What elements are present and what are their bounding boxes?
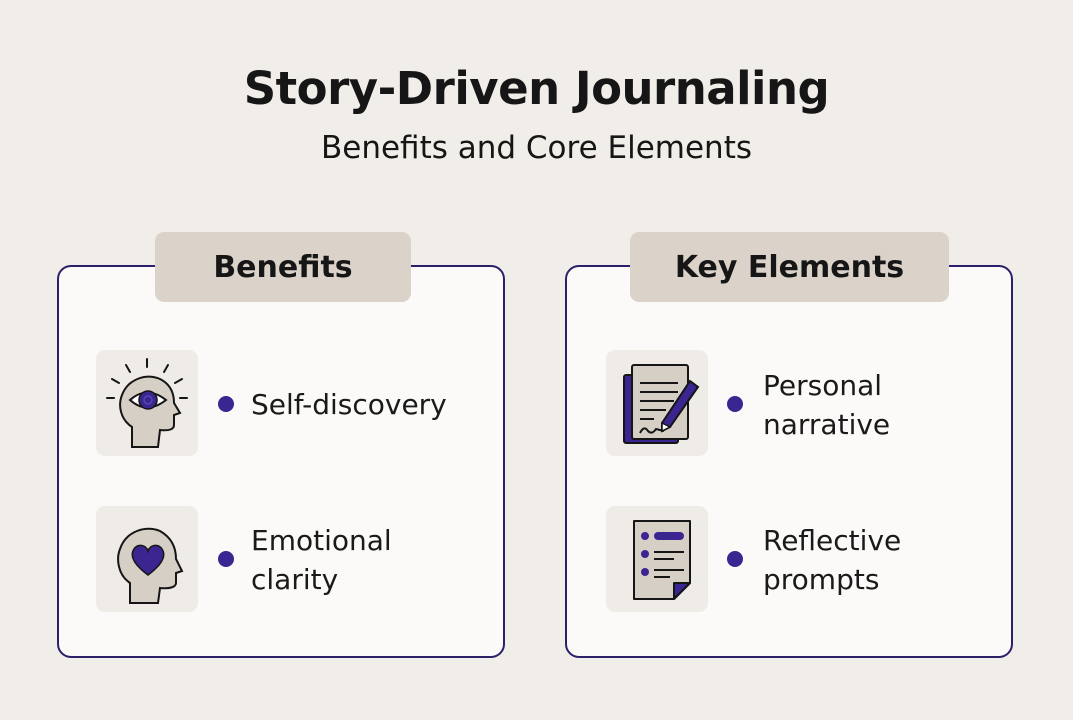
benefits-heading: Benefits [155,232,411,302]
bullet-dot [727,551,743,567]
bullet-dot [727,396,743,412]
key-element-label: Personal narrative [763,369,891,441]
page-title: Story-Driven Journaling [243,62,830,115]
benefit-label: Emotional clarity [251,524,392,596]
bullet-dot [218,551,234,567]
key-elements-heading: Key Elements [630,232,949,302]
bullet-dot [218,396,234,412]
document-pen-icon [606,350,708,456]
head-eye-icon [96,350,198,456]
checklist-document-icon [606,506,708,612]
head-heart-icon [96,506,198,612]
key-element-label: Reflective prompts [763,524,902,596]
page-subtitle: Benefits and Core Elements [320,130,753,166]
benefit-label: Self-discovery [251,388,447,421]
